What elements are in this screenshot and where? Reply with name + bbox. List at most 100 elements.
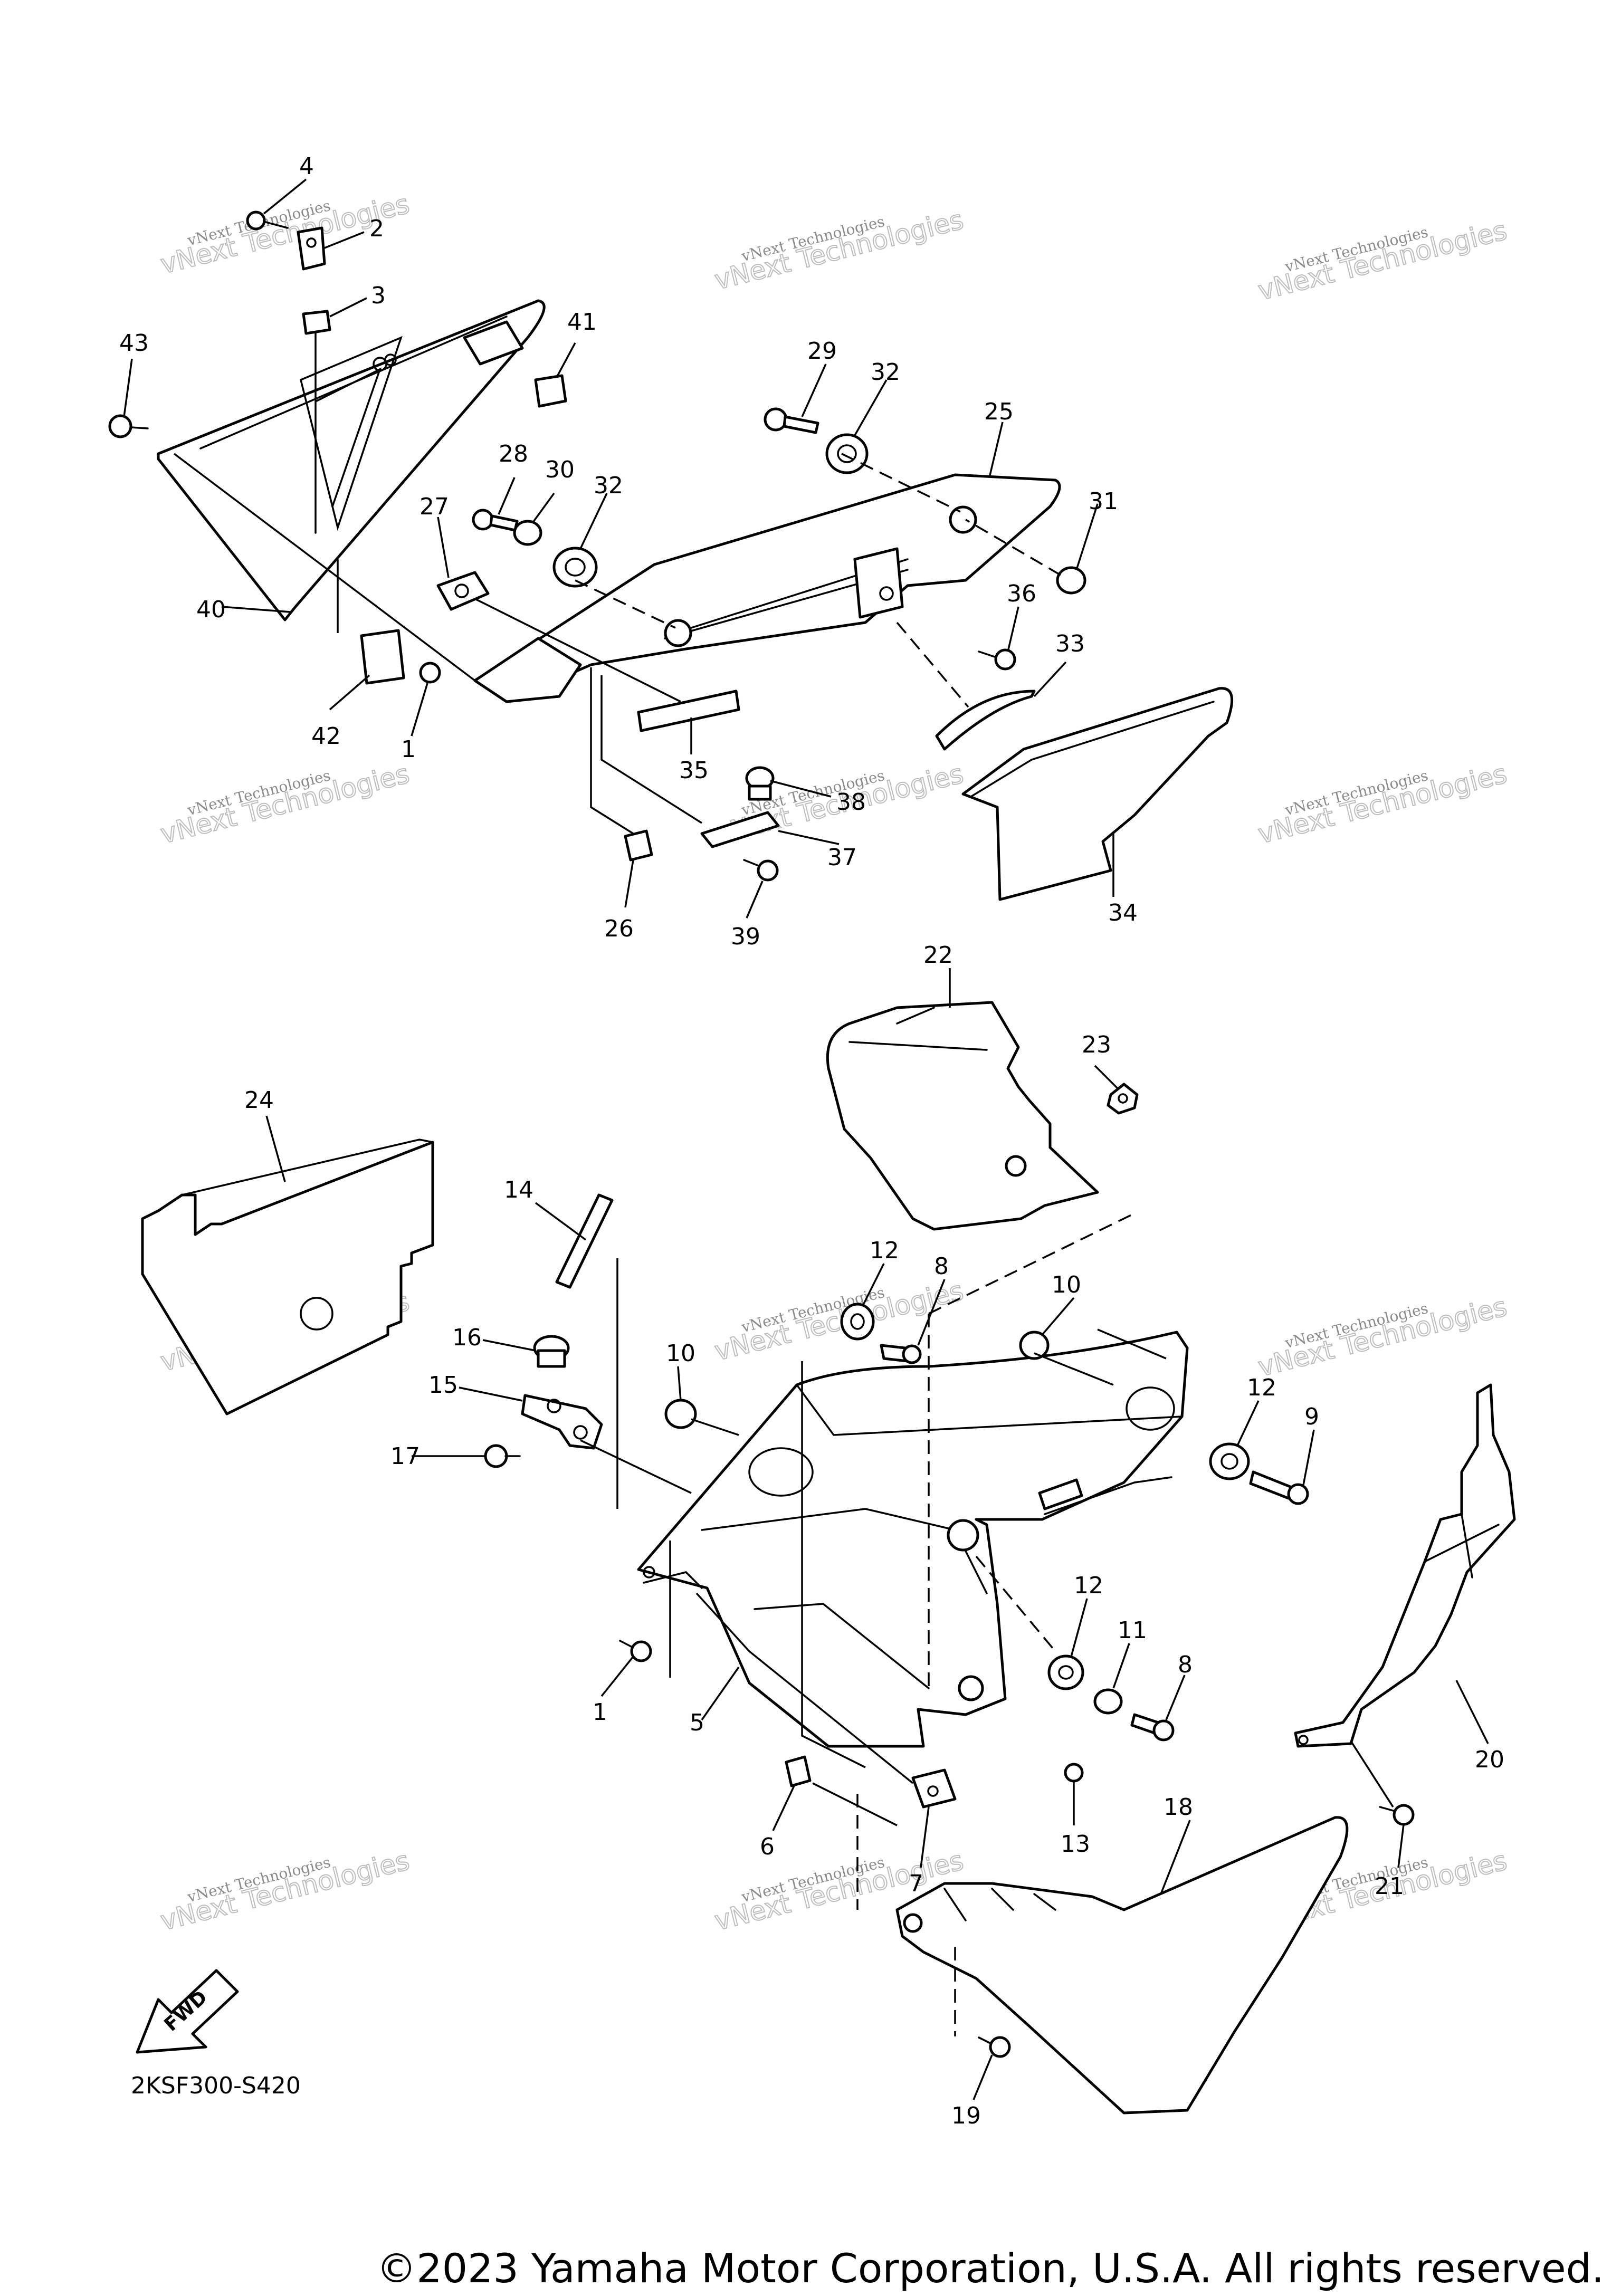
callout-18: 18 <box>1164 1794 1193 1821</box>
callout-9: 9 <box>1304 1403 1319 1430</box>
callout-1: 1 <box>401 736 416 763</box>
callout-12: 12 <box>1247 1374 1276 1401</box>
diagram-code: 2KSF300-S420 <box>131 2072 301 2099</box>
part-35-pad <box>637 690 740 732</box>
part-10-collar-b <box>1019 1331 1050 1360</box>
part-12-grommet-c <box>1047 1654 1084 1690</box>
callout-32: 32 <box>871 359 900 386</box>
callout-11: 11 <box>1118 1617 1147 1644</box>
part-39-screw <box>743 859 779 882</box>
part-20-rear-bracket <box>1294 1383 1516 1748</box>
part-37-plate <box>700 811 780 848</box>
callout-13: 13 <box>1061 1831 1090 1858</box>
part-26-nut <box>624 829 653 862</box>
callout-41: 41 <box>567 309 597 336</box>
callout-38: 38 <box>836 789 866 816</box>
part-12-grommet-b <box>1209 1442 1250 1480</box>
callout-22: 22 <box>923 942 953 969</box>
callout-leaders <box>123 178 1489 2100</box>
part-3-grommet <box>302 310 331 534</box>
callout-23: 23 <box>1082 1031 1111 1058</box>
part-17-bolt <box>484 1444 521 1468</box>
part-28-bolt <box>472 509 519 532</box>
part-21-screw <box>1379 1804 1415 1826</box>
part-12-grommet-a <box>840 1303 875 1341</box>
callout-40: 40 <box>196 596 226 623</box>
part-24-side-panel <box>141 1139 434 1415</box>
part-15-bracket <box>521 1394 603 1450</box>
part-34-side-cover <box>961 687 1234 901</box>
copyright-notice: ©2023 Yamaha Motor Corporation, U.S.A. A… <box>376 2245 1604 2292</box>
part-42-pad <box>360 629 405 685</box>
part-43-bolt <box>108 414 149 438</box>
callout-8: 8 <box>934 1253 949 1280</box>
callout-16: 16 <box>452 1324 482 1351</box>
part-23-nut <box>1107 1083 1139 1115</box>
part-22-inner-panel <box>826 1001 1099 1231</box>
callout-4: 4 <box>299 153 314 180</box>
top-assembly-lines <box>173 453 1061 835</box>
part-33-trim <box>935 690 1036 751</box>
callout-20: 20 <box>1475 1746 1504 1773</box>
callout-36: 36 <box>1007 580 1036 607</box>
bottom-assembly-lines <box>580 1212 1394 2036</box>
callout-43: 43 <box>119 330 149 357</box>
part-32-grommet-b <box>825 433 869 474</box>
part-19-screw <box>978 2036 1011 2058</box>
callout-32: 32 <box>594 472 623 499</box>
part-27-clip-nut <box>436 571 490 611</box>
part-14-strip <box>555 1193 614 1289</box>
callout-19: 19 <box>951 2102 981 2129</box>
part-4-screw <box>246 211 289 231</box>
callout-33: 33 <box>1055 630 1085 657</box>
part-1-screw-bottom <box>619 1640 652 1662</box>
part-25-frame-rail <box>473 473 1061 703</box>
part-36-screw <box>978 648 1016 671</box>
callout-10: 10 <box>666 1340 695 1367</box>
part-38-damper <box>745 766 775 801</box>
callout-24: 24 <box>244 1087 274 1114</box>
callout-12: 12 <box>1074 1572 1103 1599</box>
callout-29: 29 <box>807 338 837 365</box>
callout-21: 21 <box>1375 1873 1404 1900</box>
part-13-screw <box>1064 1763 1084 1783</box>
part-10-collar-a <box>664 1399 697 1429</box>
part-40-side-bracket <box>157 299 546 621</box>
part-8-bolt-a <box>880 1344 922 1364</box>
callout-10: 10 <box>1052 1271 1081 1298</box>
callout-27: 27 <box>419 493 449 520</box>
part-32-grommet-a <box>552 547 598 588</box>
part-31-collar <box>1056 566 1086 595</box>
callout-37: 37 <box>827 844 857 871</box>
part-18-lower-cover <box>895 1816 1349 2115</box>
callout-15: 15 <box>428 1372 458 1399</box>
part-1-screw-top <box>419 662 441 684</box>
callout-17: 17 <box>390 1443 420 1470</box>
part-2-clip <box>297 226 326 271</box>
callout-3: 3 <box>371 282 386 309</box>
callout-35: 35 <box>679 757 709 784</box>
callout-26: 26 <box>604 915 634 942</box>
part-9-bolt <box>1249 1470 1309 1505</box>
part-41-nut <box>534 374 567 408</box>
callout-30: 30 <box>545 456 575 483</box>
callout-12: 12 <box>870 1237 899 1264</box>
fwd-arrow-icon: FWD <box>136 1969 239 2054</box>
callout-2: 2 <box>369 215 384 242</box>
callout-8: 8 <box>1178 1651 1193 1678</box>
callout-31: 31 <box>1089 488 1118 515</box>
part-29-bolt <box>764 407 819 434</box>
callout-25: 25 <box>984 398 1014 425</box>
callout-39: 39 <box>731 923 760 950</box>
part-8-bolt-b <box>1130 1713 1175 1742</box>
callout-5: 5 <box>690 1709 704 1736</box>
part-5-lower-frame <box>637 1331 1189 1748</box>
callout-6: 6 <box>760 1833 775 1860</box>
part-7-clip <box>911 1768 957 1809</box>
part-30-collar <box>513 520 542 546</box>
callout-7: 7 <box>909 1870 923 1897</box>
callout-28: 28 <box>499 441 528 467</box>
callout-34: 34 <box>1108 900 1138 926</box>
callout-numbers: 1 1 2 3 4 5 6 7 8 8 9 10 10 11 12 12 12 … <box>119 153 1504 2129</box>
